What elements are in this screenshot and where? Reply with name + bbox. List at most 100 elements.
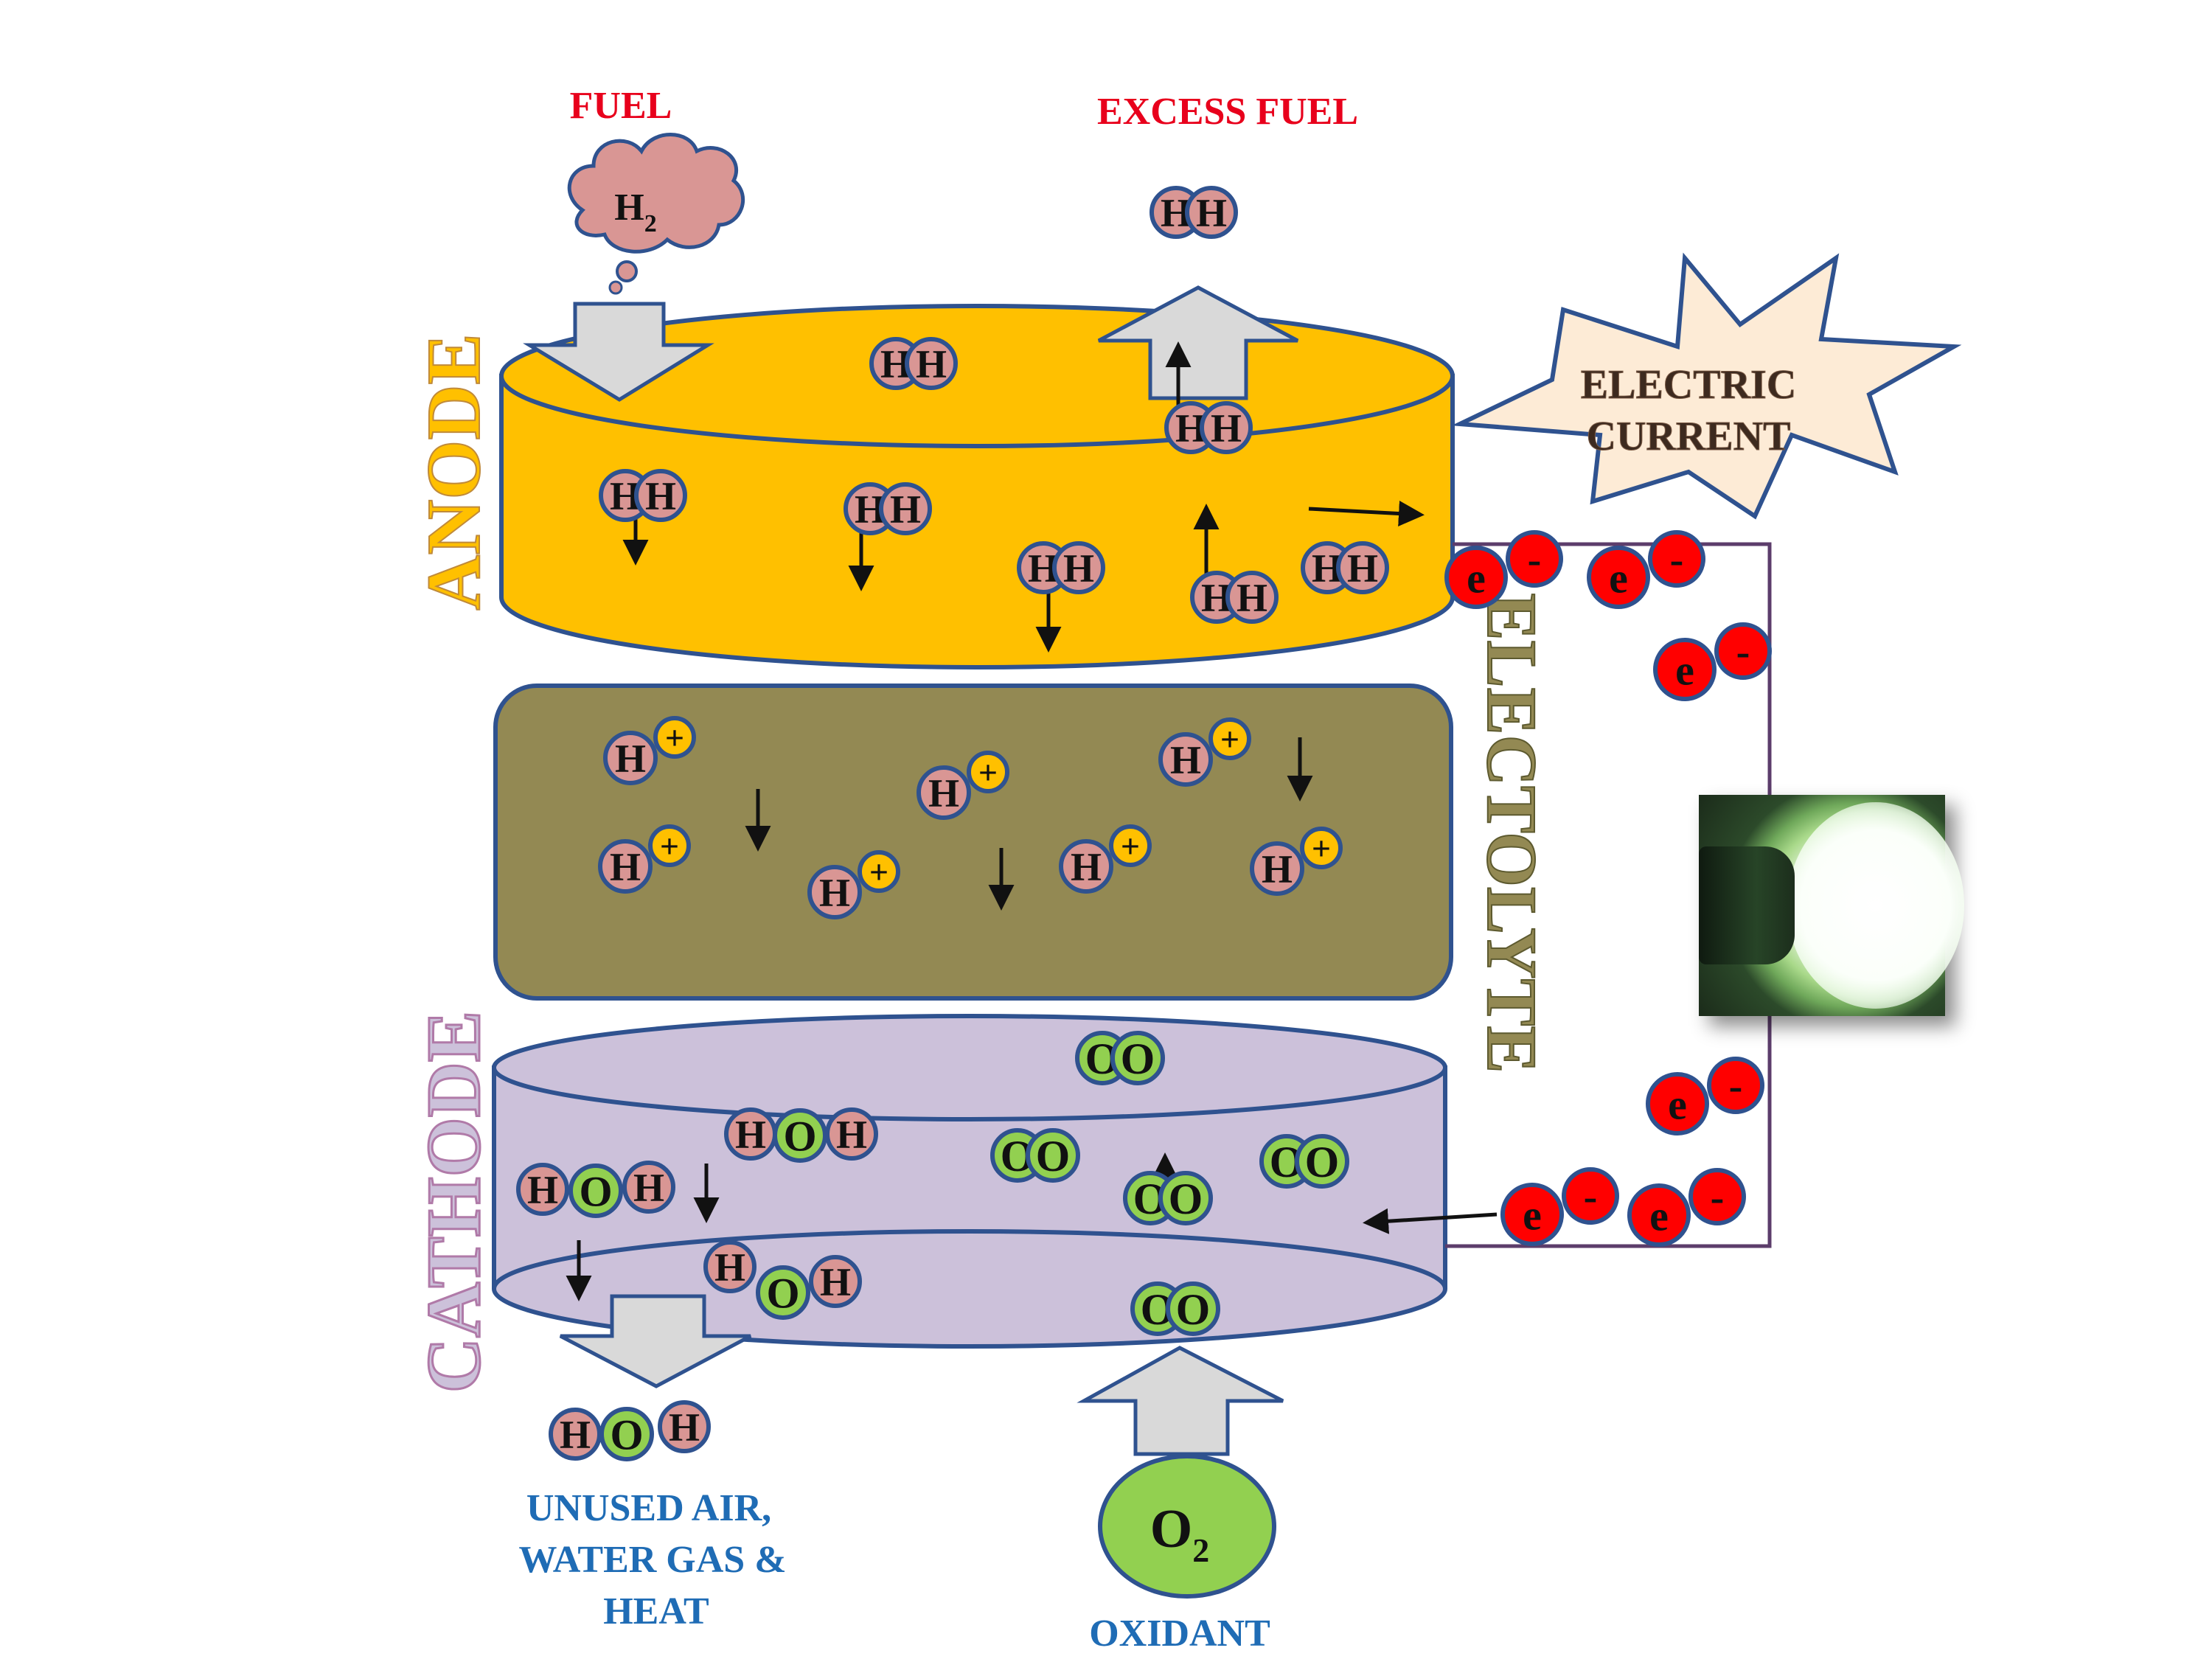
electron: e- bbox=[1500, 1167, 1619, 1246]
electron-charge bbox=[1506, 530, 1563, 588]
oxygen-atom-label: O bbox=[1305, 1138, 1340, 1186]
hydrogen-atom bbox=[1225, 571, 1279, 624]
proton-ion: H+ bbox=[1250, 827, 1343, 896]
lamp-base bbox=[1699, 846, 1795, 964]
electron-charge bbox=[1688, 1168, 1746, 1225]
proton-charge-label: + bbox=[660, 827, 679, 865]
hydrogen-atom-label: H bbox=[560, 1413, 591, 1457]
proton-charge-label: + bbox=[1220, 720, 1239, 758]
oxygen-atom bbox=[756, 1265, 810, 1320]
oxygen-atom bbox=[1166, 1281, 1220, 1336]
electron: e- bbox=[1444, 530, 1563, 609]
cathode-label: CATHODE bbox=[411, 1011, 496, 1393]
electron-body bbox=[1444, 546, 1508, 609]
oxygen-atom-label: O bbox=[579, 1167, 612, 1215]
electron-charge-label: - bbox=[1729, 1064, 1743, 1110]
proton-ion: H+ bbox=[917, 751, 1009, 820]
electron-charge-label: - bbox=[1711, 1175, 1725, 1221]
hydrogen-atom bbox=[1059, 839, 1113, 894]
hydrogen-atom bbox=[905, 337, 958, 390]
fuel-inlet-arrow bbox=[523, 302, 714, 402]
electron-charge bbox=[1714, 622, 1772, 680]
hydrogen-atom-label: H bbox=[1196, 191, 1227, 235]
proton-charge-label: + bbox=[1121, 827, 1140, 865]
electron-body-label: e bbox=[1523, 1191, 1542, 1239]
hydrogen-atom bbox=[825, 1107, 878, 1161]
anode-label: ANODE bbox=[411, 333, 496, 611]
electron-charge-label: - bbox=[1736, 630, 1750, 675]
hydrogen-atom bbox=[634, 469, 687, 522]
hydrogen-atom-label: H bbox=[1170, 738, 1201, 782]
hydrogen-atom-label: H bbox=[645, 474, 676, 518]
oxygen-atom-label: O bbox=[766, 1269, 799, 1317]
flow-arrow bbox=[1363, 1208, 1498, 1234]
hydrogen-atom-label: H bbox=[735, 1113, 766, 1157]
electron-body-label: e bbox=[1609, 554, 1628, 602]
hydrogen-atom bbox=[1158, 732, 1213, 787]
electron: e- bbox=[1653, 622, 1772, 701]
hydrogen-atom-label: H bbox=[836, 1113, 867, 1157]
hydrogen-atom bbox=[1200, 401, 1253, 454]
oxygen-atom bbox=[1158, 1171, 1213, 1225]
oxygen-atom-label: O bbox=[1036, 1132, 1071, 1180]
oxygen-atom bbox=[568, 1164, 623, 1218]
electron-charge bbox=[1562, 1167, 1619, 1225]
hydrogen-atom-label: H bbox=[527, 1168, 558, 1212]
electric-current-line1: ELECTRIC bbox=[1581, 362, 1797, 408]
proton-ion: H+ bbox=[603, 716, 696, 785]
proton-charge-label: + bbox=[978, 754, 998, 791]
oxidant-inlet-arrow bbox=[1077, 1346, 1284, 1456]
hydrogen-atom-label: H bbox=[1237, 576, 1267, 620]
h2-formula: H bbox=[614, 187, 644, 229]
flow-arrow bbox=[1308, 501, 1425, 526]
hydrogen-atom-label: H bbox=[820, 1260, 851, 1304]
o2-formula: O bbox=[1150, 1499, 1193, 1559]
electron-charge-label: - bbox=[1670, 538, 1684, 583]
oxidant-o2-bubble: O2 bbox=[1098, 1454, 1276, 1599]
hydrogen-atom bbox=[809, 1255, 862, 1308]
hydrogen-atom bbox=[658, 1400, 711, 1453]
lamp-icon bbox=[1699, 795, 1964, 1016]
oxygen-atom-label: O bbox=[1176, 1285, 1211, 1334]
electron: e- bbox=[1646, 1057, 1764, 1135]
oxygen-atom-label: O bbox=[1121, 1034, 1155, 1083]
hydrogen-atom bbox=[516, 1163, 569, 1216]
electron-body bbox=[1627, 1183, 1691, 1247]
hydrogen-atom bbox=[703, 1240, 757, 1293]
electron-charge-label: - bbox=[1584, 1175, 1598, 1220]
electron-body-label: e bbox=[1675, 646, 1694, 694]
hydrogen-atom bbox=[1052, 541, 1105, 594]
hydrogen-atom-label: H bbox=[1071, 845, 1102, 889]
hydrogen-atom bbox=[879, 482, 932, 535]
hydrogen-atom-label: H bbox=[928, 771, 959, 815]
oxidant-label: OXIDANT bbox=[1089, 1613, 1270, 1655]
hydrogen-atom bbox=[1185, 186, 1238, 239]
electric-burst-icon: ELECTRIC CURRENT bbox=[1451, 252, 1962, 520]
proton-ion: H+ bbox=[807, 850, 900, 919]
unused-label-line2: WATER GAS & bbox=[518, 1539, 786, 1581]
hydrogen-atom-label: H bbox=[890, 487, 921, 532]
fuel-label: FUEL bbox=[570, 85, 672, 127]
water-outlet-arrow bbox=[559, 1294, 752, 1388]
electron-body bbox=[1653, 638, 1717, 701]
hydrogen-atom bbox=[603, 731, 658, 785]
electron-charge-label: - bbox=[1528, 538, 1542, 583]
oxygen-atom bbox=[773, 1108, 827, 1163]
hydrogen-atom bbox=[917, 765, 971, 820]
hydrogen-atom bbox=[1336, 541, 1389, 594]
proton-charge bbox=[1109, 824, 1152, 867]
electron: e- bbox=[1587, 530, 1705, 609]
